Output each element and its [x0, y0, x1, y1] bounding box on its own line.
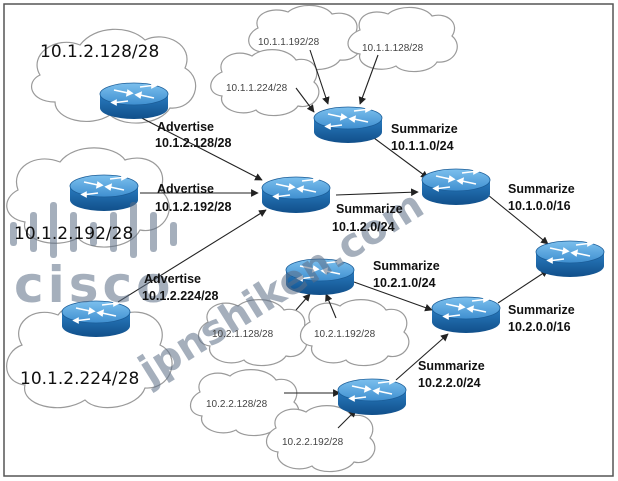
watermark-brand: cisco — [14, 256, 175, 314]
router-2 — [69, 174, 139, 212]
advertise-3-title: Advertise — [144, 272, 201, 286]
summarize-2-title: Summarize — [336, 202, 403, 216]
cloud-10-2-2-192 — [265, 405, 376, 473]
summarize-1-prefix: 10.1.1.0/24 — [391, 139, 454, 153]
router-4 — [313, 106, 383, 144]
cisco-logo-watermark: cisco — [10, 202, 177, 314]
cloud-label-3: 10.1.2.224/28 — [20, 369, 139, 389]
summarize-3-prefix: 10.1.0.0/16 — [508, 199, 571, 213]
cloud-label-4: 10.1.1.192/28 — [258, 37, 320, 48]
advertise-1-prefix: 10.1.2.128/28 — [155, 136, 232, 150]
cloud-10-2-1-192 — [299, 299, 410, 367]
cloud-label-6: 10.1.1.224/28 — [226, 83, 288, 94]
outer-border — [3, 3, 614, 477]
summarize-2-prefix: 10.1.2.0/24 — [332, 220, 395, 234]
router-5 — [261, 176, 331, 214]
summarize-5-title: Summarize — [508, 303, 575, 317]
cloud-10-1-1-128 — [347, 6, 458, 73]
cloud-10-2-1-128 — [197, 299, 308, 367]
summarize-5-prefix: 10.2.0.0/16 — [508, 320, 571, 334]
router-6 — [421, 168, 491, 206]
cloud-label-7: 10.2.1.128/28 — [212, 329, 274, 340]
cloud-10-1-1-224 — [210, 49, 320, 117]
router-7 — [535, 240, 605, 278]
cloud-label-8: 10.2.1.192/28 — [314, 329, 376, 340]
cloud-label-10: 10.2.2.192/28 — [282, 437, 344, 448]
advertise-2-prefix: 10.1.2.192/28 — [155, 200, 232, 214]
summarize-6-title: Summarize — [418, 359, 485, 373]
summarize-1-title: Summarize — [391, 122, 458, 136]
summarize-3-title: Summarize — [508, 182, 575, 196]
router-1 — [99, 82, 169, 120]
router-10 — [337, 378, 407, 416]
cloud-label-9: 10.2.2.128/28 — [206, 399, 268, 410]
summarize-6-prefix: 10.2.2.0/24 — [418, 376, 481, 390]
advertise-2-title: Advertise — [157, 182, 214, 196]
advertise-1-title: Advertise — [157, 120, 214, 134]
cloud-label-2: 10.1.2.192/28 — [14, 224, 133, 244]
advertise-3-prefix: 10.1.2.224/28 — [142, 289, 219, 303]
summarize-4-prefix: 10.2.1.0/24 — [373, 276, 436, 290]
router-9 — [431, 296, 501, 334]
cloud-label-5: 10.1.1.128/28 — [362, 43, 424, 54]
summarize-4-title: Summarize — [373, 259, 440, 273]
cloud-label-1: 10.1.2.128/28 — [40, 42, 159, 62]
